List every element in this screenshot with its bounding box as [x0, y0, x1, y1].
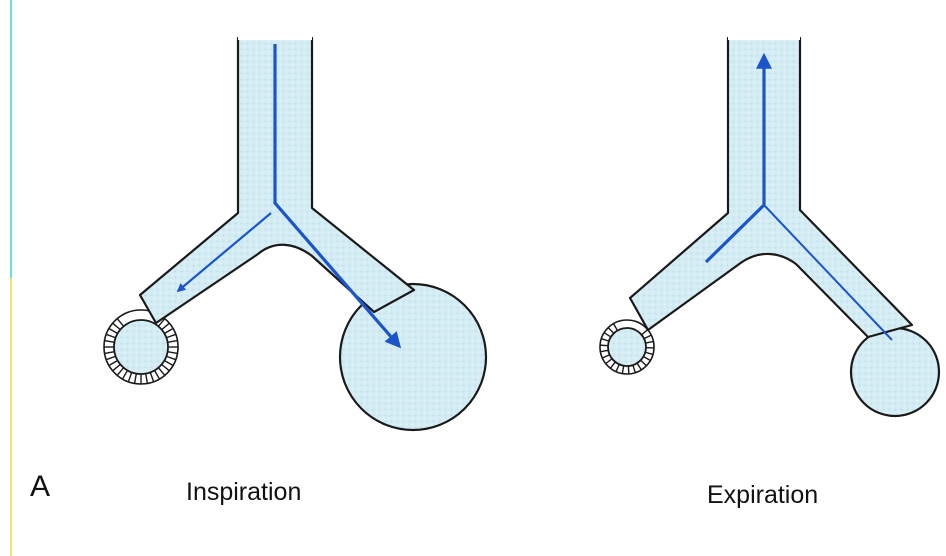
alveolus-striation: [606, 359, 612, 364]
alveolus-striation: [641, 360, 647, 366]
alveolus-striation: [109, 361, 118, 366]
alveolus-striation: [150, 372, 153, 381]
alveolus-striation: [164, 329, 173, 334]
alveolus-striation: [162, 364, 170, 370]
inspiration-small-alveolus: [104, 310, 178, 384]
alveolus-striation: [106, 334, 115, 337]
alveolus-striation: [600, 345, 608, 346]
expiration-flow-line-branch: [764, 205, 892, 340]
inspiration-caption: Inspiration: [186, 478, 301, 507]
expiration-panel: [600, 30, 939, 416]
alveolus-striation: [646, 341, 654, 343]
alveolus-striation: [123, 370, 128, 379]
panel-letter: A: [30, 470, 50, 504]
alveolus-striation: [168, 352, 178, 354]
alveolus-striation: [117, 368, 123, 376]
alveolus-striation: [105, 341, 115, 343]
inspiration-panel: [104, 30, 486, 430]
alveolus-striation: [155, 370, 160, 379]
alveolus-striation: [600, 350, 608, 351]
alveolus-striation: [166, 356, 175, 359]
alveolus-striation: [643, 357, 650, 361]
alveolus-striation: [604, 333, 611, 337]
alveolus-striation: [128, 372, 131, 381]
alveolus-striation: [105, 352, 115, 354]
alveolus-striation: [642, 330, 648, 335]
alveolus-striation: [166, 334, 175, 337]
alveolus-striation: [146, 374, 148, 384]
alveolus-striation: [117, 319, 123, 327]
inspiration-large-alveolus: [340, 284, 486, 430]
alveolus-striation: [168, 341, 178, 343]
alveolus-striation: [601, 339, 609, 341]
alveolus-striation: [616, 364, 619, 371]
alveolus-striation: [113, 323, 121, 329]
alveolus-striation: [610, 362, 615, 368]
alveolus-striation: [164, 361, 173, 366]
alveolus-striation: [602, 355, 609, 358]
expiration-airway: [630, 38, 912, 337]
alveolus-striation: [162, 323, 170, 329]
alveolus-striation: [645, 352, 653, 354]
expiration-large-alveolus: [851, 328, 939, 416]
alveolus-striation: [158, 368, 164, 376]
alveolus-striation: [644, 335, 651, 339]
alveolus-striation: [106, 356, 115, 359]
alveolus-striation: [109, 329, 118, 334]
inspiration-airway: [140, 38, 414, 323]
alveolus-striation: [633, 365, 635, 373]
alveolus-striation: [113, 364, 121, 370]
alveolus-striation: [628, 366, 629, 374]
alveolus-striation: [637, 363, 641, 370]
alveolus-striation: [622, 366, 623, 374]
expiration-caption: Expiration: [707, 481, 818, 510]
alveolus-striation: [135, 374, 137, 384]
alveolus-striation: [608, 328, 614, 334]
alveolus-striation: [614, 324, 618, 331]
